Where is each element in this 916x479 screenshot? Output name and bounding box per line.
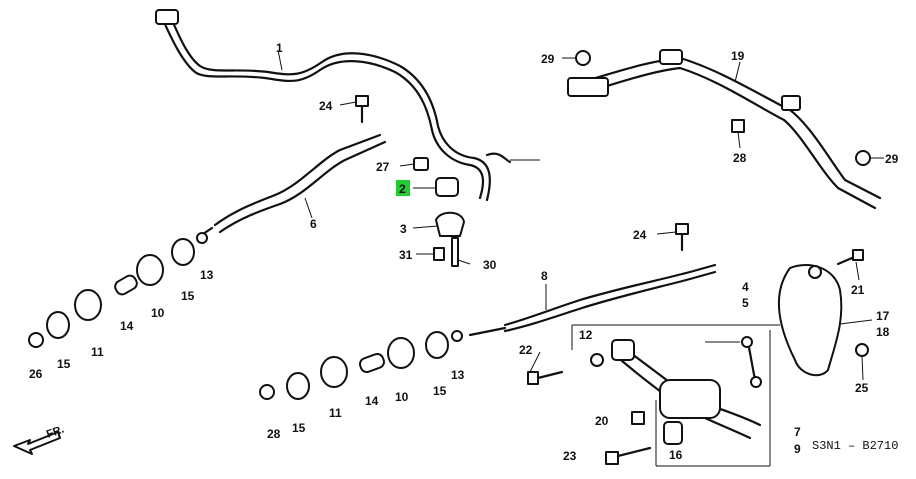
- callout-20: 20: [595, 414, 609, 428]
- highlight-box: [396, 180, 410, 196]
- callout-15c: 15: [433, 384, 447, 398]
- callout-29a: 29: [541, 52, 555, 66]
- radius-rod-lower: [468, 263, 717, 337]
- fasteners: [355, 50, 871, 465]
- callout-14a: 14: [120, 319, 134, 333]
- bushing-set-lower: [259, 330, 463, 400]
- callout-10a: 10: [151, 306, 165, 320]
- callout-6: 6: [310, 217, 317, 231]
- callout-15a: 15: [181, 289, 195, 303]
- callout-27: 27: [376, 160, 390, 174]
- bushing-set-upper: [28, 232, 208, 348]
- callout-25: 25: [855, 381, 869, 395]
- callout-22: 22: [519, 343, 533, 357]
- callout-labels: 1 2 3 4 5 6 7 8 9 10 10 11 11 12 13 13 1…: [29, 41, 899, 463]
- stabilizer-link: [705, 336, 762, 388]
- callout-30: 30: [483, 258, 497, 272]
- callout-17: 17: [876, 309, 890, 323]
- callout-8: 8: [541, 269, 548, 283]
- callout-10b: 10: [395, 390, 409, 404]
- callout-16: 16: [669, 448, 683, 462]
- callout-1: 1: [276, 41, 283, 55]
- callout-11b: 11: [329, 406, 342, 420]
- callout-13b: 13: [451, 368, 465, 382]
- callout-28b: 28: [267, 427, 281, 441]
- front-arrow-label: FR.: [45, 423, 66, 440]
- front-arrow: FR.: [13, 423, 66, 455]
- callout-29b: 29: [885, 152, 899, 166]
- callout-19: 19: [731, 49, 745, 63]
- callout-4: 4: [742, 280, 749, 294]
- callout-23: 23: [563, 449, 577, 463]
- frame-brace: [567, 49, 882, 210]
- callout-24a: 24: [319, 99, 333, 113]
- leader-lines: [277, 49, 884, 467]
- radius-rod-upper: [198, 133, 387, 238]
- callout-15b: 15: [57, 357, 71, 371]
- stabilizer-bar: [155, 9, 540, 202]
- bracket-parts: [413, 157, 465, 267]
- callout-14b: 14: [365, 394, 379, 408]
- callout-2: 2: [399, 182, 406, 196]
- callout-31: 31: [399, 248, 413, 262]
- knuckle: [777, 264, 843, 377]
- callout-24b: 24: [633, 228, 647, 242]
- callout-13a: 13: [200, 268, 214, 282]
- callout-9: 9: [794, 442, 801, 456]
- callout-7: 7: [794, 425, 801, 439]
- callout-11a: 11: [91, 345, 104, 359]
- callout-21: 21: [851, 283, 865, 297]
- callout-3: 3: [400, 222, 407, 236]
- callout-15d: 15: [292, 421, 306, 435]
- callout-26: 26: [29, 367, 43, 381]
- lower-arm: [611, 339, 762, 440]
- callout-12: 12: [579, 328, 593, 342]
- diagram-code: S3N1 – B2710: [812, 439, 898, 453]
- callout-18: 18: [876, 325, 890, 339]
- callout-5: 5: [742, 296, 749, 310]
- callout-28a: 28: [733, 151, 747, 165]
